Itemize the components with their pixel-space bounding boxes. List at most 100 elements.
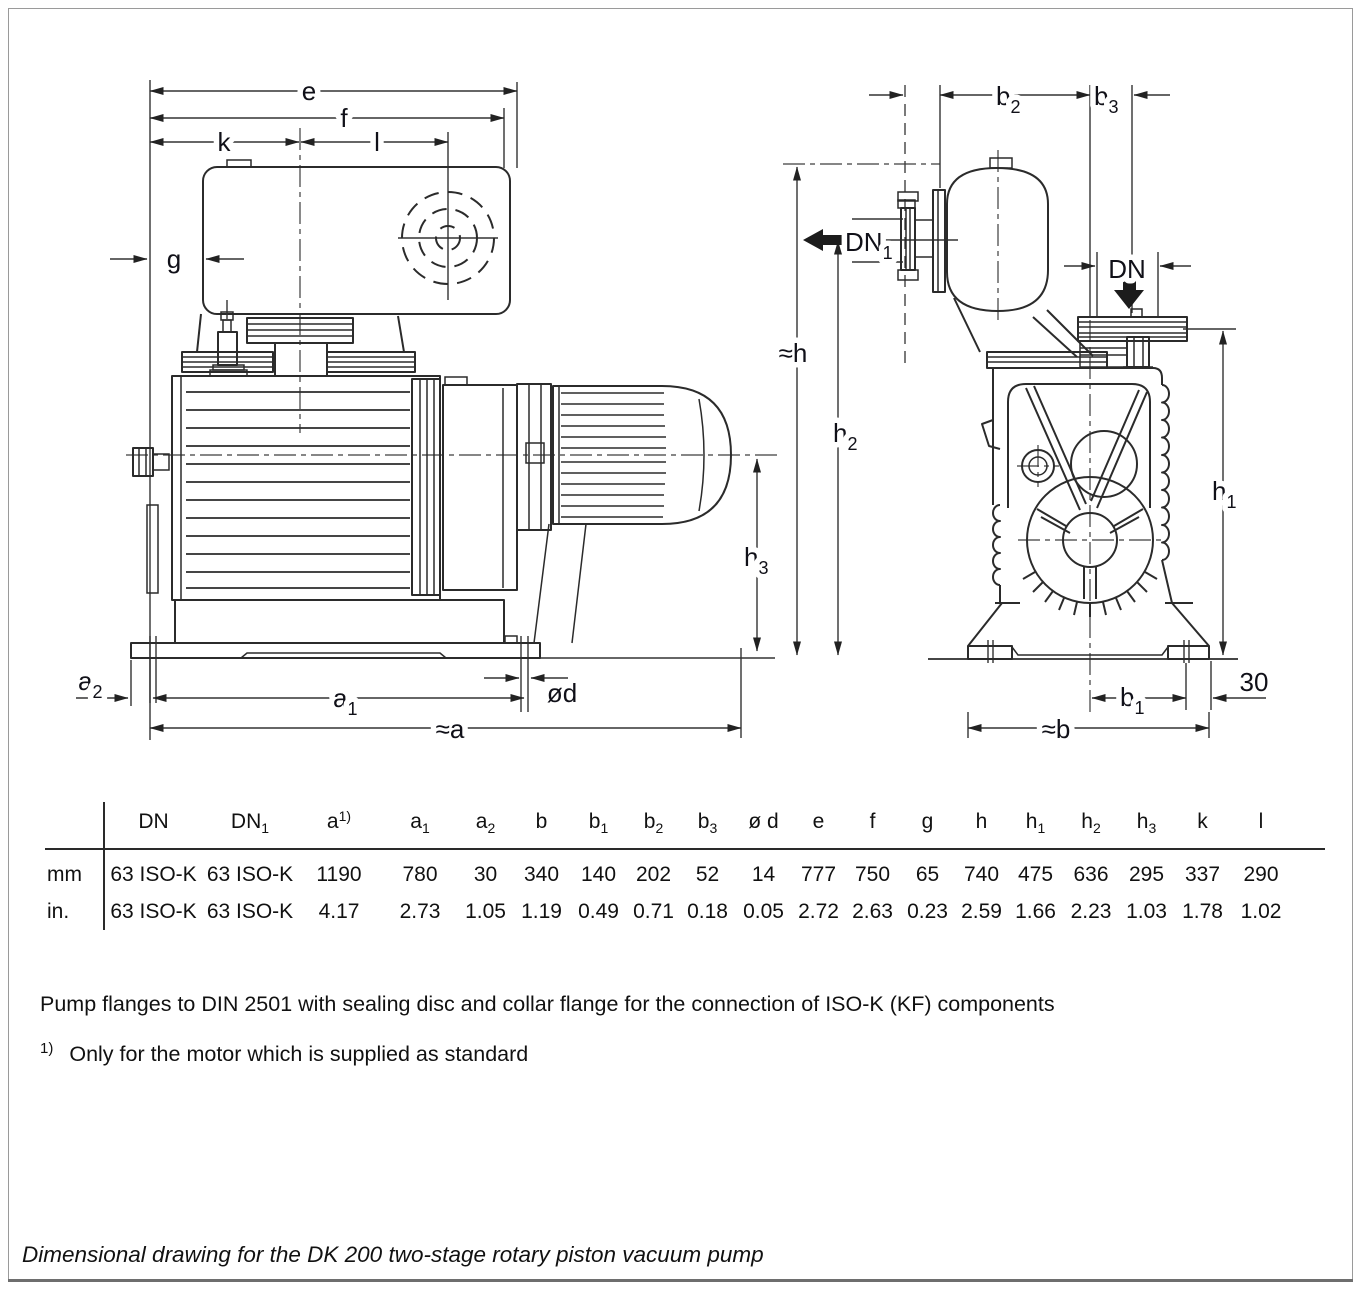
table-header-cell: b1 — [588, 810, 609, 836]
dimension-lines-right-view — [793, 91, 1266, 732]
table-cell: 0.71 — [633, 899, 674, 923]
table-cell: 777 — [800, 862, 837, 886]
table-cell: 2.23 — [1070, 899, 1112, 923]
table-header-cell: e — [812, 810, 825, 833]
dim-label-h1: h1 — [1212, 476, 1236, 512]
table-cell: 295 — [1128, 862, 1165, 886]
table-cell: 340 — [523, 862, 560, 886]
table-cell: 63 ISO-K — [110, 899, 197, 923]
table-cell: 0.49 — [578, 899, 619, 923]
side-port — [132, 447, 170, 594]
casing-top-nub — [226, 159, 252, 167]
table-header-cell: h2 — [1081, 810, 1101, 836]
pump-housing — [981, 367, 1173, 617]
table-cell: 750 — [854, 862, 891, 886]
dim-label-k: k — [218, 127, 232, 157]
base-plate — [130, 599, 541, 659]
table-cell: 1190 — [316, 862, 362, 886]
table-header-cell: f — [869, 810, 876, 833]
dim-label-l: l — [374, 127, 380, 157]
table-header-cell: b2 — [643, 810, 664, 836]
table-cell: 4.17 — [318, 899, 360, 923]
table-cell: 2.73 — [399, 899, 441, 923]
table-cell: 1.19 — [521, 899, 562, 923]
table-header-rule — [45, 848, 1325, 850]
table-header-cell: a2 — [475, 810, 496, 836]
dim-label-dn: DN — [1108, 254, 1146, 284]
dn-intake-flange — [986, 308, 1188, 369]
dim-label-b1: b1 — [1120, 682, 1144, 718]
dim-label-30: 30 — [1240, 667, 1269, 697]
dim-label-approx-h: ≈h — [779, 338, 808, 368]
row-label: in. — [47, 899, 70, 923]
dim-label-a2: a2 — [78, 666, 102, 702]
table-cell: 1.66 — [1015, 899, 1056, 923]
pulley-spokes — [1036, 508, 1144, 599]
centerline-idler — [1017, 445, 1059, 487]
dim-label-f: f — [340, 103, 348, 133]
table-cell: 2.63 — [852, 899, 893, 923]
table-divider — [103, 802, 105, 930]
table-cell: 14 — [751, 862, 776, 886]
table-cell: 63 ISO-K — [110, 862, 197, 886]
table-header-cell: l — [1258, 810, 1264, 833]
figure-caption: Dimensional drawing for the DK 200 two-s… — [22, 1242, 764, 1267]
fan-hidden-circles — [401, 191, 495, 285]
bearing-housing — [442, 383, 552, 591]
left-view: e f k l g a2 a1 ød ≈a h3 — [73, 71, 778, 750]
table-cell: 780 — [402, 862, 438, 886]
table-cell: 1.05 — [465, 899, 506, 923]
table-header-cell: a1 — [410, 810, 430, 836]
oil-separator-vessel — [946, 157, 1094, 358]
table-header-cell: h3 — [1136, 810, 1157, 836]
dim-label-h3: h3 — [744, 542, 768, 578]
table-row: in. 63 ISO-K 63 ISO-K 4.17 2.73 1.05 1.19 0.49 0… — [45, 893, 1325, 930]
table-cell: 30 — [473, 862, 498, 886]
table-cell: 475 — [1017, 862, 1054, 886]
dim-label-b2: b2 — [996, 81, 1020, 117]
table-cell: 337 — [1184, 862, 1221, 886]
table-header-cell: DN — [138, 810, 169, 833]
cooling-teeth — [1022, 571, 1158, 617]
dim-label-b3: b3 — [1094, 81, 1118, 117]
dim-label-a1: a1 — [333, 683, 357, 719]
table-header-cell: a1) — [326, 808, 352, 833]
dn1-flange — [897, 189, 946, 293]
housing-stand — [928, 602, 1238, 660]
extension-lines-right-view — [939, 85, 1236, 738]
note-footnote: 1)Only for the motor which is supplied a… — [40, 1040, 528, 1067]
dim-label-h2: h2 — [833, 418, 857, 454]
note-flange: Pump flanges to DIN 2501 with sealing di… — [40, 992, 1055, 1016]
table-cell: 52 — [695, 862, 720, 886]
table-header-cell: b3 — [697, 810, 718, 836]
table-header-cell: ø d — [748, 810, 779, 833]
table-header-cell: k — [1197, 810, 1208, 833]
dimension-lines-left-view — [76, 87, 761, 732]
oil-casing-box — [202, 166, 511, 315]
pump-body — [171, 375, 441, 601]
table-cell: 202 — [635, 862, 672, 886]
table-header-cell: h1 — [1025, 810, 1046, 836]
table-cell: 63 ISO-K — [206, 899, 294, 923]
table-cell: 2.72 — [798, 899, 839, 923]
table-cell: 1.02 — [1240, 899, 1282, 923]
dimensional-drawing: e f k l g a2 a1 ød ≈a h3 — [73, 71, 1269, 750]
table-cell: 0.23 — [907, 899, 948, 923]
table-cell: 2.59 — [961, 899, 1002, 923]
table-cell: 0.05 — [743, 899, 784, 923]
intake-flow-arrow — [1114, 275, 1144, 309]
table-cell: 740 — [963, 862, 1000, 886]
table-cell: 63 ISO-K — [206, 862, 294, 886]
table-header-cell: h — [975, 810, 988, 833]
extension-lines-left-view — [130, 80, 775, 740]
dim-label-e: e — [302, 76, 316, 106]
table-header-cell: DN1 — [230, 810, 270, 836]
table-cell: 290 — [1243, 862, 1279, 886]
table-cell: 1.03 — [1126, 899, 1167, 923]
table-cell: 1.78 — [1182, 899, 1223, 923]
